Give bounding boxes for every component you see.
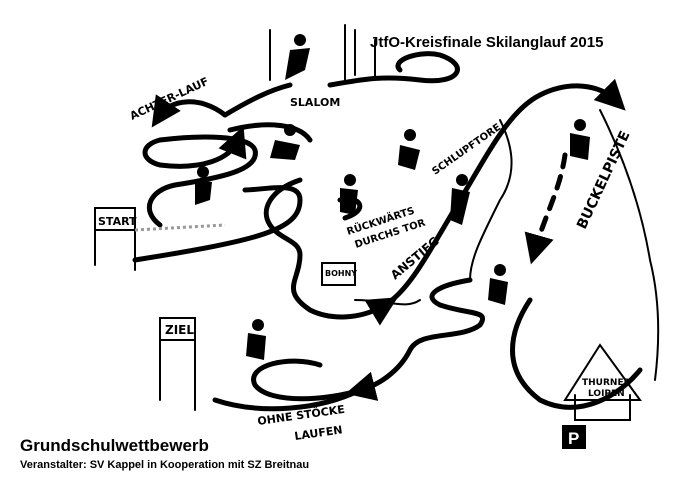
course-path <box>132 51 660 412</box>
parking-label: P <box>568 429 579 448</box>
finish-label: ZIEL <box>165 323 194 337</box>
thurner-label: THURNER <box>582 378 631 388</box>
start-banner <box>94 207 226 271</box>
skier-figures <box>195 34 590 360</box>
subtitle: Grundschulwettbewerb <box>20 436 209 455</box>
loipen-label: LOIPEN <box>588 389 625 399</box>
organizer-text: Veranstalter: SV Kappel in Kooperation m… <box>20 459 310 471</box>
start-label: START <box>98 215 137 228</box>
bohny-label: BOHNY <box>325 269 357 278</box>
finish-gate <box>159 317 196 411</box>
parking-icon <box>562 425 586 449</box>
thurner-building <box>563 343 642 421</box>
bohny-sign <box>321 262 356 286</box>
achterlauf-label: ACHTER-LAUF <box>128 75 211 123</box>
page-title: JtfO-Kreisfinale Skilanglauf 2015 <box>370 34 604 51</box>
laufen-label: LAUFEN <box>294 423 344 443</box>
slalom-poles <box>269 24 376 81</box>
slalom-label: SLALOM <box>290 96 340 109</box>
